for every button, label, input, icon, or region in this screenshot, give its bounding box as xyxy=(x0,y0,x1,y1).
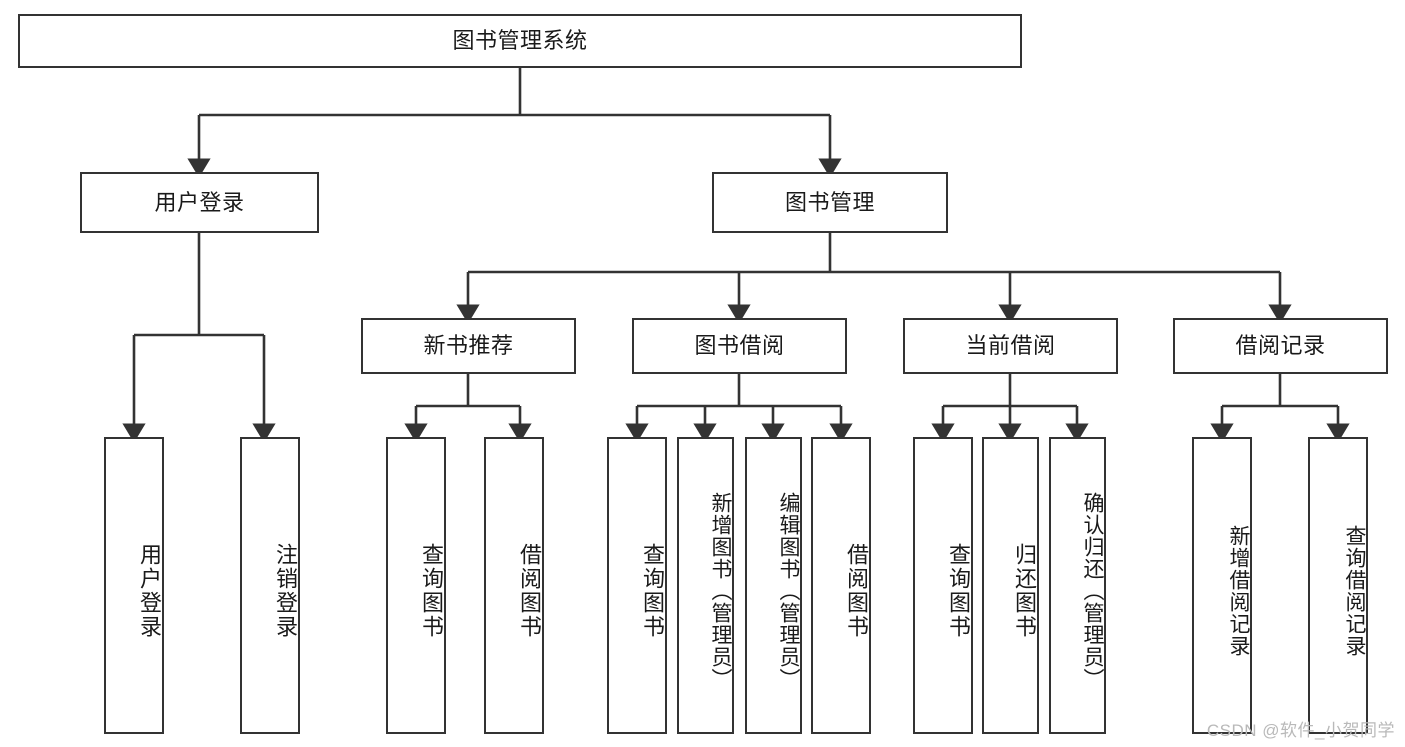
node-label: 用户登录 xyxy=(137,542,162,639)
node-label: 查询图书 xyxy=(640,542,665,639)
node-label: 新增图书（管理员） xyxy=(709,491,732,690)
leaf-query-borrow-record[interactable]: 查询借阅记录 xyxy=(1308,437,1368,734)
leaf-borrow-book-recommend[interactable]: 借阅图书 xyxy=(484,437,544,734)
node-label: 新增借阅记录 xyxy=(1227,524,1250,657)
node-label: 借阅图书 xyxy=(517,542,542,639)
node-label: 图书管理系统 xyxy=(452,28,588,54)
node-new-book-recommend[interactable]: 新书推荐 xyxy=(361,318,576,374)
watermark-text: CSDN @软件_小贺同学 xyxy=(1206,721,1395,740)
leaf-query-book-current[interactable]: 查询图书 xyxy=(913,437,973,734)
node-label: 确认归还（管理员） xyxy=(1081,491,1104,690)
node-book-borrow[interactable]: 图书借阅 xyxy=(632,318,847,374)
leaf-add-borrow-record[interactable]: 新增借阅记录 xyxy=(1192,437,1252,734)
node-label: 编辑图书（管理员） xyxy=(777,491,800,690)
node-label: 借阅记录 xyxy=(1235,333,1326,359)
node-borrow-record[interactable]: 借阅记录 xyxy=(1173,318,1388,374)
node-user-login[interactable]: 用户登录 xyxy=(80,172,319,233)
leaf-logout-login[interactable]: 注销登录 xyxy=(240,437,300,734)
node-label: 归还图书 xyxy=(1012,542,1037,639)
node-book-management[interactable]: 图书管理 xyxy=(712,172,948,233)
leaf-edit-book-admin[interactable]: 编辑图书（管理员） xyxy=(745,437,802,734)
leaf-borrow-book[interactable]: 借阅图书 xyxy=(811,437,871,734)
leaf-add-book-admin[interactable]: 新增图书（管理员） xyxy=(677,437,734,734)
node-label: 新书推荐 xyxy=(423,333,514,359)
node-label: 查询借阅记录 xyxy=(1343,524,1366,657)
node-label: 图书借阅 xyxy=(694,333,785,359)
leaf-query-book-borrow[interactable]: 查询图书 xyxy=(607,437,667,734)
leaf-return-book[interactable]: 归还图书 xyxy=(982,437,1039,734)
node-label: 注销登录 xyxy=(273,542,298,639)
leaf-query-book-recommend[interactable]: 查询图书 xyxy=(386,437,446,734)
node-label: 借阅图书 xyxy=(844,542,869,639)
node-label: 当前借阅 xyxy=(965,333,1056,359)
node-label: 查询图书 xyxy=(419,542,444,639)
node-label: 用户登录 xyxy=(154,189,245,215)
leaf-user-login[interactable]: 用户登录 xyxy=(104,437,164,734)
leaf-confirm-return-admin[interactable]: 确认归还（管理员） xyxy=(1049,437,1106,734)
node-root-book-management-system[interactable]: 图书管理系统 xyxy=(18,14,1022,68)
node-label: 图书管理 xyxy=(784,189,875,215)
node-current-borrow[interactable]: 当前借阅 xyxy=(903,318,1118,374)
node-label: 查询图书 xyxy=(946,542,971,639)
